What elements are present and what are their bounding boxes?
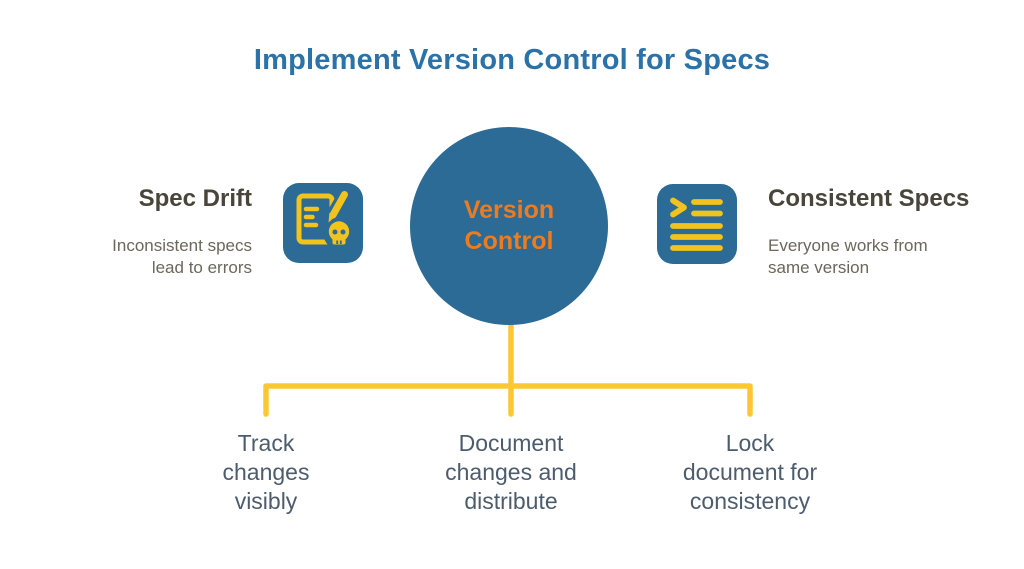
page-title: Implement Version Control for Specs	[253, 44, 771, 76]
version-control-circle: Version Control	[410, 127, 608, 325]
spec-drift-block: Spec Drift Inconsistent specs lead to er…	[40, 186, 252, 279]
spec-drift-heading: Spec Drift	[138, 185, 252, 212]
branch-label-track-changes: Track changes visibly	[222, 430, 310, 514]
spec-drift-icon-tile	[283, 183, 363, 263]
consistent-specs-icon-tile	[657, 184, 737, 264]
version-control-label: Version Control	[463, 196, 555, 255]
consistent-specs-description: Everyone works from same version	[768, 236, 928, 277]
branch-label-document-changes: Document changes and distribute	[445, 430, 577, 514]
consistent-specs-heading: Consistent Specs	[768, 185, 970, 212]
terminal-list-icon	[657, 184, 737, 264]
document-pencil-skull-icon	[283, 183, 363, 263]
consistent-specs-block: Consistent Specs Everyone works from sam…	[768, 186, 1004, 279]
branch-label-lock-document: Lock document for consistency	[682, 430, 818, 514]
spec-drift-description: Inconsistent specs lead to errors	[112, 236, 252, 277]
